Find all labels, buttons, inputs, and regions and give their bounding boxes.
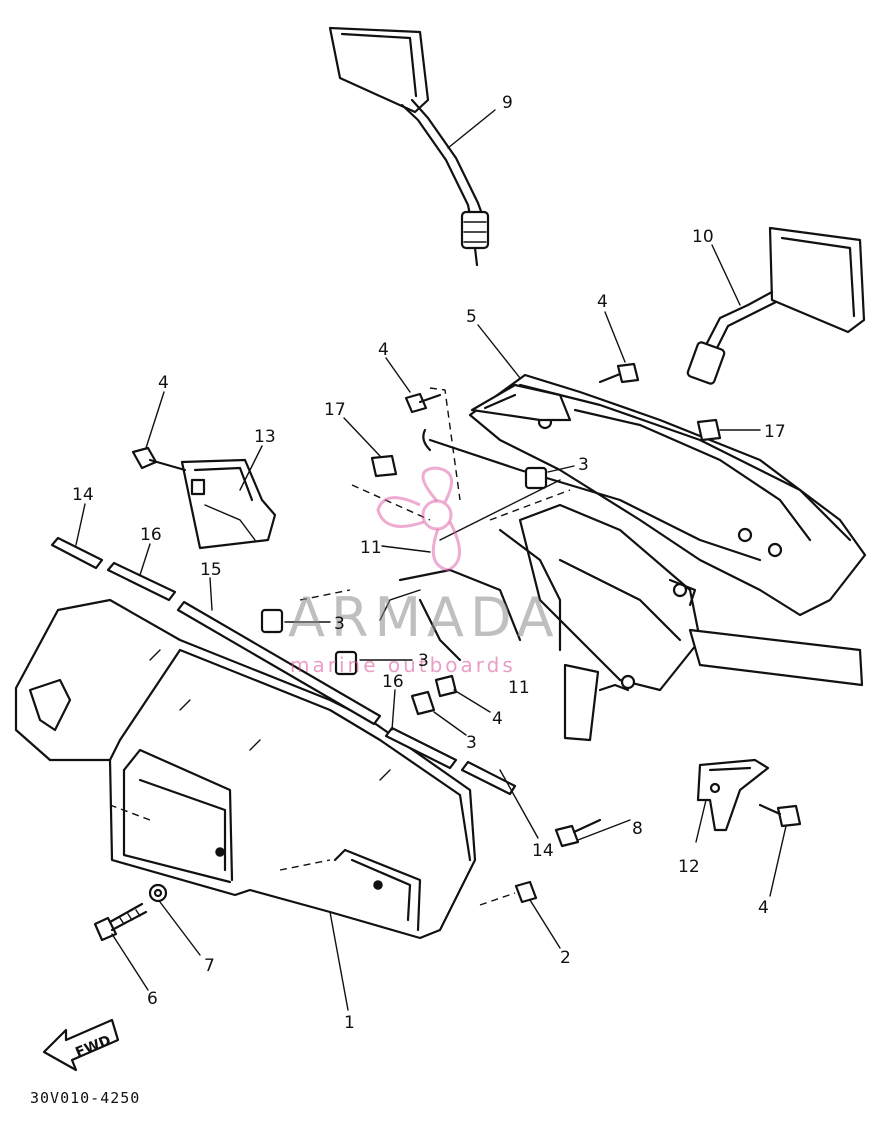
callout-15: 15 xyxy=(200,560,222,580)
callout-4-left: 4 xyxy=(158,373,169,393)
mirror-right xyxy=(686,226,866,385)
callout-16-right: 16 xyxy=(382,672,404,692)
callout-17-left: 17 xyxy=(324,400,346,420)
callout-3-center: 3 xyxy=(418,651,429,671)
bracket-5 xyxy=(470,383,572,422)
callout-2: 2 xyxy=(560,948,571,968)
watermark: ARMADA marine outboards xyxy=(288,466,560,677)
leader-lines xyxy=(75,109,787,1011)
callout-4-top-center: 4 xyxy=(378,340,389,360)
watermark-propeller-logo xyxy=(376,466,461,572)
mirror-left xyxy=(328,26,490,267)
callout-5: 5 xyxy=(466,307,477,327)
callout-labels: 9 10 5 4 4 4 13 17 17 3 14 16 15 11 3 3 … xyxy=(72,93,786,1033)
callout-7: 7 xyxy=(204,956,215,976)
headlight-cover xyxy=(14,598,477,940)
callout-1: 1 xyxy=(344,1013,355,1033)
watermark-brand: ARMADA xyxy=(288,586,560,649)
callout-10: 10 xyxy=(692,227,714,247)
callout-11-right: 11 xyxy=(508,678,530,698)
callout-3-left: 3 xyxy=(334,614,345,634)
callout-4-center: 4 xyxy=(492,709,503,729)
callout-13: 13 xyxy=(254,427,276,447)
fasteners xyxy=(93,362,802,942)
callout-12: 12 xyxy=(678,857,700,877)
callout-3-top: 3 xyxy=(578,455,589,475)
bracket-13 xyxy=(180,458,277,550)
handlebar-frame xyxy=(379,373,867,742)
callout-17-right: 17 xyxy=(764,422,786,442)
watermark-tagline: marine outboards xyxy=(290,653,516,677)
callout-16-left: 16 xyxy=(140,525,162,545)
callout-11-center: 11 xyxy=(360,538,382,558)
trim-strips xyxy=(50,536,517,796)
callout-9: 9 xyxy=(502,93,513,113)
figure-code: 30V010-4250 xyxy=(30,1089,140,1107)
callout-8: 8 xyxy=(632,819,643,839)
callout-4-bottom-right: 4 xyxy=(758,898,769,918)
bracket-12 xyxy=(696,758,770,832)
callout-14-right: 14 xyxy=(532,841,554,861)
callout-6: 6 xyxy=(147,989,158,1009)
forward-arrow: FWD xyxy=(42,1018,120,1072)
callout-14-left: 14 xyxy=(72,485,94,505)
callout-3-bottom: 3 xyxy=(466,733,477,753)
callout-4-top-right: 4 xyxy=(597,292,608,312)
